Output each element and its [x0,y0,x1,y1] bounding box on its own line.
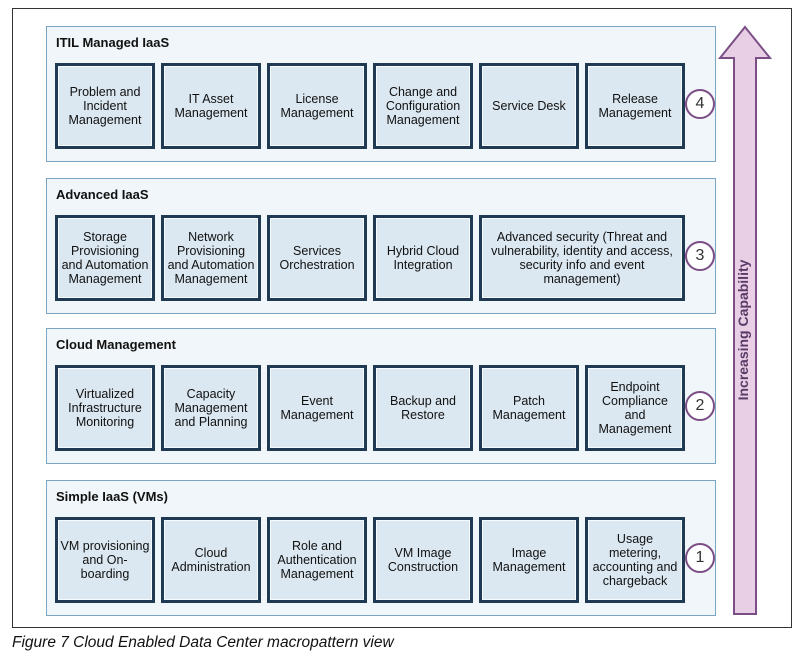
box-service-desk: Service Desk [479,63,579,149]
box-cloud-administration: Cloud Administration [161,517,261,603]
box-storage-provisioning: Storage Provisioning and Automation Mana… [55,215,155,301]
box-patch-management: Patch Management [479,365,579,451]
increasing-capability-arrow [718,25,772,615]
box-backup-restore: Backup and Restore [373,365,473,451]
box-event-management: Event Management [267,365,367,451]
box-release-management: Release Management [585,63,685,149]
layer-number-badge: 2 [685,391,715,421]
box-network-provisioning: Network Provisioning and Automation Mana… [161,215,261,301]
layer-number-badge: 1 [685,543,715,573]
box-it-asset-management: IT Asset Management [161,63,261,149]
box-change-configuration-management: Change and Configuration Management [373,63,473,149]
layer-number-badge: 3 [685,241,715,271]
layer-advanced-iaas: Advanced IaaS Storage Provisioning and A… [46,178,716,314]
box-license-management: License Management [267,63,367,149]
box-usage-metering: Usage metering, accounting and chargebac… [585,517,685,603]
box-role-authentication-management: Role and Authentication Management [267,517,367,603]
box-advanced-security: Advanced security (Threat and vulnerabil… [479,215,685,301]
box-problem-incident-management: Problem and Incident Management [55,63,155,149]
layer-title: Cloud Management [56,337,176,352]
layer-title: ITIL Managed IaaS [56,35,170,50]
box-capacity-management: Capacity Management and Planning [161,365,261,451]
box-vm-provisioning: VM provisioning and On-boarding [55,517,155,603]
layer-number-badge: 4 [685,89,715,119]
arrow-label: Increasing Capability [735,259,751,401]
box-vm-image-construction: VM Image Construction [373,517,473,603]
layer-itil-managed-iaas: ITIL Managed IaaS Problem and Incident M… [46,26,716,162]
box-virtualized-infrastructure-monitoring: Virtualized Infrastructure Monitoring [55,365,155,451]
box-services-orchestration: Services Orchestration [267,215,367,301]
box-endpoint-compliance: Endpoint Compliance and Management [585,365,685,451]
figure-caption: Figure 7 Cloud Enabled Data Center macro… [12,634,394,651]
box-hybrid-cloud-integration: Hybrid Cloud Integration [373,215,473,301]
layer-simple-iaas: Simple IaaS (VMs) VM provisioning and On… [46,480,716,616]
layer-cloud-management: Cloud Management Virtualized Infrastruct… [46,328,716,464]
box-image-management: Image Management [479,517,579,603]
layer-title: Simple IaaS (VMs) [56,489,168,504]
layer-title: Advanced IaaS [56,187,149,202]
